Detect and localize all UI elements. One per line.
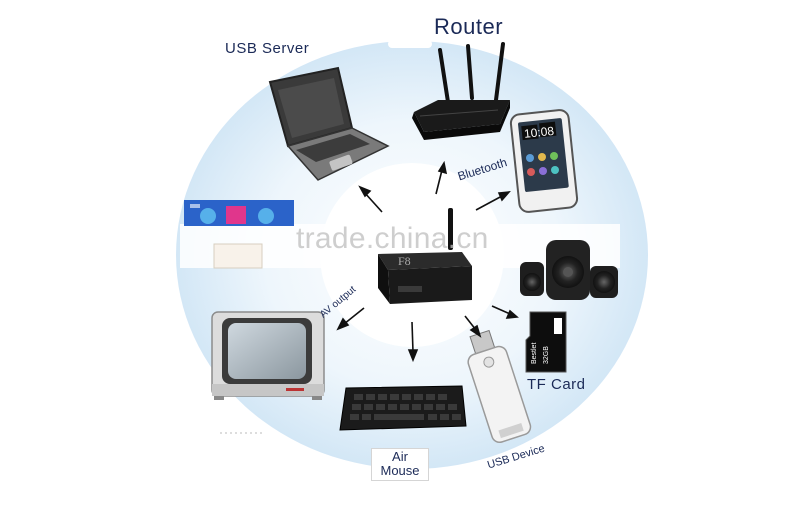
laptop-icon xyxy=(268,66,390,181)
smartphone-icon: 10:08 xyxy=(509,109,579,213)
tf-card-icon: Bestlet 32GB xyxy=(525,311,567,373)
arrow-usb-server xyxy=(358,185,383,213)
arrow-usb-device xyxy=(464,315,482,338)
keyboard-icon xyxy=(339,385,467,431)
tv-box-label: F8 xyxy=(398,254,411,268)
arrow-keyboard xyxy=(407,321,419,363)
air-mouse-line1: Air xyxy=(392,449,408,464)
arrow-router xyxy=(435,160,448,195)
tf-card-label: TF Card xyxy=(527,376,586,393)
usb-server-label: USB Server xyxy=(225,40,310,57)
arrow-av-output xyxy=(336,307,365,331)
tf-card-size: 32GB xyxy=(543,346,550,364)
crt-tv-icon xyxy=(211,311,325,400)
usb-stick-icon xyxy=(467,329,532,444)
ring-highlight xyxy=(388,40,432,48)
watermark-text: trade.china.cn xyxy=(296,222,489,255)
tablet-icon xyxy=(184,200,294,269)
tv-box-icon: F8 xyxy=(378,208,472,304)
arrow-bluetooth xyxy=(475,191,511,211)
router-icon xyxy=(412,42,510,140)
phone-time: 10:08 xyxy=(523,124,555,141)
arrow-tf-card xyxy=(491,305,519,319)
tf-card-brand: Bestlet xyxy=(531,343,538,364)
connection-arrows xyxy=(336,160,519,363)
router-label: Router xyxy=(434,14,504,39)
air-mouse-label: Air Mouse xyxy=(371,448,429,481)
air-mouse-line2: Mouse xyxy=(380,463,420,478)
speakers-icon xyxy=(520,240,618,300)
